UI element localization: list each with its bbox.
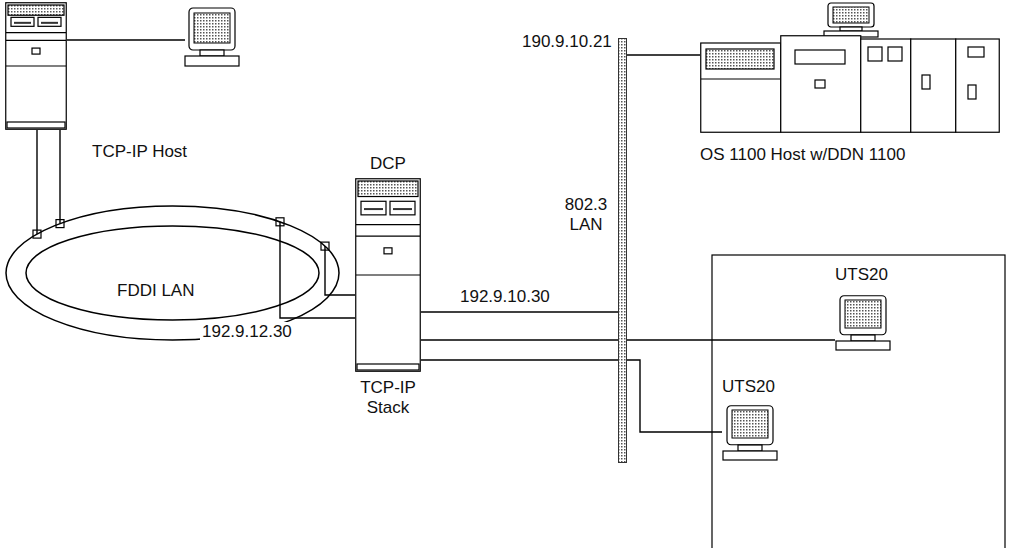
terminal-keyboard xyxy=(836,341,890,350)
terminal-keyboard xyxy=(185,56,239,66)
terminal-monitor xyxy=(189,8,235,50)
fddi-ring-drawing xyxy=(5,205,340,341)
cabinet-slot xyxy=(390,201,415,215)
mainframe-cabinet xyxy=(701,43,781,132)
terminal: UTS20 xyxy=(722,405,778,461)
network-link xyxy=(421,360,722,432)
node-label: UTS20 xyxy=(722,377,775,397)
cabinet-slot xyxy=(11,17,34,26)
ring-outer xyxy=(6,206,339,340)
cabinet-base xyxy=(357,364,419,370)
cabinet-divider xyxy=(356,274,420,275)
cabinet-divider xyxy=(6,40,66,41)
cabinet-divider xyxy=(6,32,66,33)
cabinet-divider xyxy=(356,236,420,237)
host-terminal xyxy=(185,8,239,66)
mainframe-cabinet xyxy=(781,36,861,133)
terminal-screen xyxy=(833,7,869,23)
node-label: OS 1100 Host w/DDN 1100 xyxy=(700,145,905,165)
mainframe-cabinet xyxy=(956,39,1000,132)
mainframe-panel xyxy=(968,47,984,57)
network-link xyxy=(627,54,700,55)
dcp-cabinet-drawing xyxy=(355,178,421,372)
mainframe-switch xyxy=(968,85,976,99)
fddi-ring: FDDI LAN xyxy=(5,205,340,341)
network-link xyxy=(325,246,355,295)
lan-bus: 802.3 LAN xyxy=(618,38,627,463)
mainframe-host-drawing xyxy=(700,35,1000,133)
terminal-group-box xyxy=(712,255,1005,548)
network-link xyxy=(59,130,60,224)
cabinet-slot xyxy=(361,201,386,215)
terminal-screen xyxy=(732,410,768,438)
tape-reel xyxy=(888,47,902,61)
mainframe-cabinet xyxy=(861,39,911,132)
lan-cable xyxy=(619,39,627,463)
mainframe-switch xyxy=(922,75,930,89)
mainframe-switch xyxy=(815,80,825,88)
terminal-screen xyxy=(845,300,881,328)
network-link xyxy=(36,130,37,234)
terminal-monitor xyxy=(828,3,874,27)
cabinet-slot-mark xyxy=(41,22,58,24)
lan-bus-drawing xyxy=(618,38,627,463)
terminal-neck xyxy=(851,335,875,341)
terminal: UTS20 xyxy=(835,295,891,351)
terminal-keyboard xyxy=(723,451,777,460)
ring-inner xyxy=(26,226,319,320)
cabinet-frame xyxy=(6,3,67,130)
terminal-monitor xyxy=(840,296,886,335)
terminal-drawing xyxy=(722,405,778,461)
network-link xyxy=(280,222,355,318)
node-sublabel: TCP-IP Stack xyxy=(343,378,433,417)
console-terminal xyxy=(824,3,878,37)
node-label: FDDI LAN xyxy=(117,281,194,301)
cabinet-header xyxy=(8,5,64,15)
node-label: UTS20 xyxy=(835,265,888,285)
terminal-neck xyxy=(738,445,762,451)
terminal-neck xyxy=(840,27,862,31)
host-cabinet: TCP-IP Host xyxy=(5,2,67,130)
cabinet-divider xyxy=(6,65,66,66)
terminal-cable xyxy=(67,39,185,40)
cabinet-header xyxy=(358,181,418,197)
cabinet-slot xyxy=(38,17,61,26)
ip-address: 192.9.12.30 xyxy=(200,322,294,342)
cabinet-base xyxy=(7,122,65,128)
cabinet-slot-mark xyxy=(364,208,383,210)
ip-address: 190.9.10.21 xyxy=(520,32,614,52)
mainframe-divider xyxy=(701,78,780,79)
cabinet-divider xyxy=(356,224,420,225)
node-label: DCP xyxy=(335,154,441,174)
terminal-monitor xyxy=(727,406,773,445)
terminal-neck xyxy=(200,50,224,56)
tape-reel xyxy=(868,47,882,61)
cabinet-frame xyxy=(356,179,421,372)
node-label: 802.3 LAN xyxy=(560,195,612,234)
ip-address: 192.9.10.30 xyxy=(458,287,552,307)
network-link xyxy=(421,311,618,312)
cabinet-handle xyxy=(384,248,392,254)
network-link xyxy=(421,339,835,340)
terminal-drawing xyxy=(835,295,891,351)
mainframe-host: OS 1100 Host w/DDN 1100 xyxy=(700,35,1000,133)
mainframe-panel xyxy=(706,49,774,69)
host-cabinet-drawing xyxy=(5,2,67,130)
mainframe-cabinet xyxy=(911,39,956,132)
cabinet-handle xyxy=(32,48,40,54)
mainframe-panel xyxy=(795,50,845,64)
cabinet-slot-mark xyxy=(14,22,31,24)
node-label: TCP-IP Host xyxy=(92,142,187,162)
dcp-cabinet: DCPTCP-IP Stack xyxy=(355,178,421,372)
terminal-screen xyxy=(194,13,230,43)
cabinet-slot-mark xyxy=(393,208,412,210)
